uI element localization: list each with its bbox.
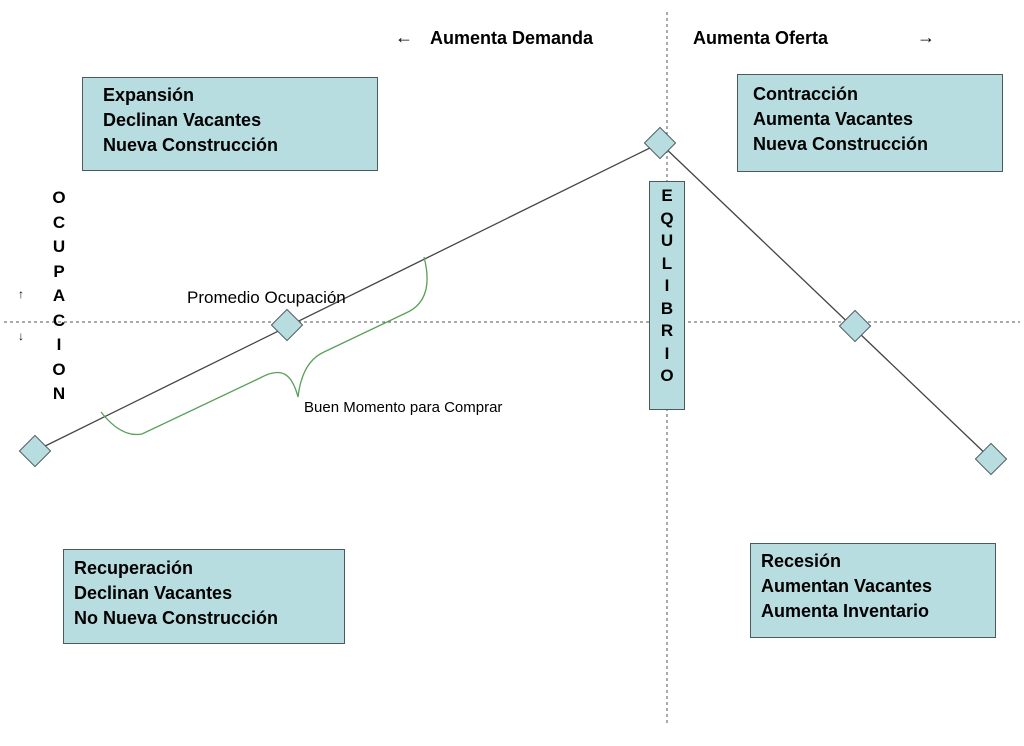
equilibrium-letter: Q <box>660 208 674 228</box>
contraction-line-2: Aumenta Vacantes <box>753 109 914 129</box>
occupancy-letter: O <box>52 188 66 207</box>
diamond-marker-average <box>270 308 304 342</box>
occupancy-letter: I <box>56 335 62 354</box>
left-arrow-icon: ← <box>395 27 413 47</box>
recovery-line-2: Declinan Vacantes <box>74 583 233 603</box>
contraction-box: Contracción Aumenta Vacantes Nueva Const… <box>737 74 1003 172</box>
diamond-marker-peak <box>643 126 677 160</box>
equilibrium-letter: I <box>664 343 670 363</box>
occupancy-letter: C <box>52 310 66 330</box>
equilibrium-box: E Q U L I B R I O <box>649 181 685 410</box>
equilibrium-letter: R <box>660 321 674 340</box>
expansion-line-2: Declinan Vacantes <box>103 110 262 130</box>
occupancy-letter: U <box>52 237 66 256</box>
occupancy-letter: O <box>52 359 66 379</box>
occupancy-axis-label: O C U P A C I O N <box>47 186 71 407</box>
equilibrium-letter: O <box>660 366 674 385</box>
down-arrow-icon: ↓ <box>18 329 24 343</box>
contraction-title: Contracción <box>753 84 859 104</box>
recession-box: Recesión Aumentan Vacantes Aumenta Inven… <box>750 543 996 638</box>
equilibrium-letter: E <box>661 186 673 205</box>
occupancy-letter: C <box>52 212 66 232</box>
expansion-title: Expansión <box>103 85 195 105</box>
equilibrium-letter: B <box>660 298 674 318</box>
buen-momento-brace <box>100 256 428 436</box>
contraction-line-3: Nueva Construcción <box>753 134 929 154</box>
average-occupancy-label: Promedio Ocupación <box>187 288 346 307</box>
recession-line-2: Aumentan Vacantes <box>761 576 933 596</box>
diamond-marker-falling-end <box>974 442 1008 476</box>
occupancy-letter: N <box>52 384 66 403</box>
recovery-box: Recuperación Declinan Vacantes No Nueva … <box>63 549 345 644</box>
expansion-line-3: Nueva Construcción <box>103 135 279 155</box>
falling-cycle-line <box>659 142 992 460</box>
up-arrow-icon: ↑ <box>18 287 24 301</box>
right-arrow-icon: → <box>917 27 935 47</box>
recession-title: Recesión <box>761 551 842 571</box>
occupancy-letter: P <box>53 261 65 281</box>
equilibrium-letter: L <box>661 253 673 273</box>
expansion-box: Expansión Declinan Vacantes Nueva Constr… <box>82 77 378 171</box>
occupancy-letter: A <box>52 286 66 305</box>
equilibrium-letter: I <box>664 276 670 295</box>
recovery-line-3: No Nueva Construcción <box>74 608 279 628</box>
recovery-title: Recuperación <box>74 558 194 578</box>
diamond-marker-falling-mid <box>838 309 872 343</box>
rising-cycle-line <box>34 142 661 452</box>
supply-label: Aumenta Oferta <box>693 28 829 48</box>
diamond-marker-trough <box>18 434 52 468</box>
equilibrium-letter: U <box>660 231 674 250</box>
demand-label: Aumenta Demanda <box>430 28 594 48</box>
good-time-to-buy-label: Buen Momento para Comprar <box>304 399 503 416</box>
recession-line-3: Aumenta Inventario <box>761 601 930 621</box>
